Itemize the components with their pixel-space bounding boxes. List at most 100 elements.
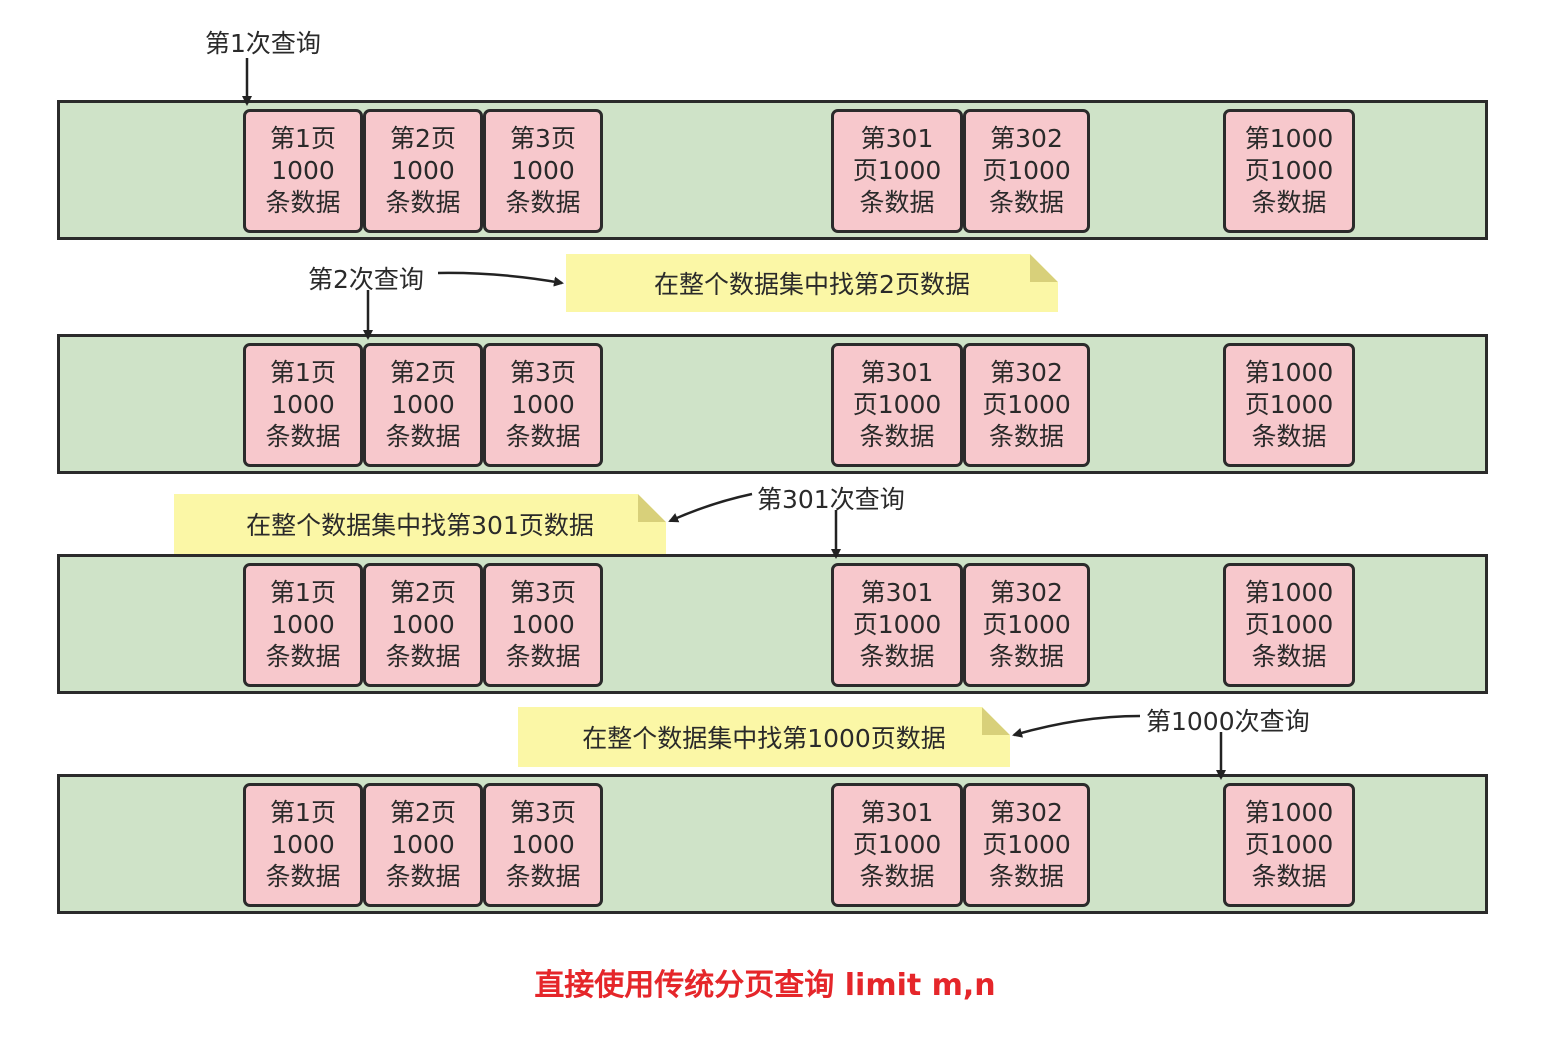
page-line: 页1000 (852, 610, 942, 639)
page-line: 第302 (990, 798, 1063, 827)
page-line: 第302 (990, 578, 1063, 607)
page-line: 1000 (391, 610, 455, 639)
page-line: 页1000 (982, 390, 1071, 419)
page-line: 第2页 (390, 124, 456, 153)
page-1000-box: 第1000 页1000 条数据 (1223, 783, 1355, 907)
page-line: 第301 (860, 358, 934, 387)
page-line: 条数据 (859, 422, 935, 451)
page-line: 条数据 (505, 642, 581, 671)
page-301-box: 第301 页1000 条数据 (831, 783, 963, 907)
page-line: 第3页 (510, 124, 576, 153)
page-line: 条数据 (385, 862, 461, 891)
page-line: 条数据 (505, 422, 581, 451)
page-line: 第2页 (390, 798, 456, 827)
page-line: 第301 (860, 798, 934, 827)
query-label-2: 第2次查询 (308, 265, 424, 294)
page-line: 第1000 (1244, 124, 1334, 153)
page-line: 条数据 (1251, 188, 1327, 217)
arrow-query-1000-to-note (1012, 714, 1141, 738)
page-302-box: 第302 页1000 条数据 (963, 563, 1090, 687)
page-301-box: 第301 页1000 条数据 (831, 563, 963, 687)
page-line: 1000 (271, 156, 335, 185)
page-302-box: 第302 页1000 条数据 (963, 783, 1090, 907)
page-line: 页1000 (852, 830, 942, 859)
page-line: 条数据 (859, 862, 935, 891)
page-line: 第3页 (510, 578, 576, 607)
page-3-box: 第3页 1000 条数据 (483, 563, 603, 687)
page-line: 条数据 (859, 642, 935, 671)
page-1-box: 第1页 1000 条数据 (243, 563, 363, 687)
page-301-box: 第301 页1000 条数据 (831, 343, 963, 467)
page-line: 第1页 (270, 124, 336, 153)
page-line: 第302 (990, 358, 1063, 387)
page-line: 条数据 (988, 642, 1064, 671)
page-line: 条数据 (385, 422, 461, 451)
page-line: 条数据 (265, 188, 341, 217)
page-line: 1000 (511, 610, 575, 639)
page-line: 第1页 (270, 358, 336, 387)
page-line: 1000 (271, 830, 335, 859)
page-line: 页1000 (982, 610, 1071, 639)
page-line: 条数据 (988, 188, 1064, 217)
page-line: 条数据 (265, 642, 341, 671)
query-label-1: 第1次查询 (205, 29, 321, 58)
page-1-box: 第1页 1000 条数据 (243, 109, 363, 233)
page-line: 1000 (391, 156, 455, 185)
page-line: 第2页 (390, 358, 456, 387)
page-line: 条数据 (505, 188, 581, 217)
page-line: 条数据 (385, 642, 461, 671)
page-line: 1000 (511, 390, 575, 419)
page-line: 页1000 (1244, 156, 1334, 185)
note-find-page-301: 在整个数据集中找第301页数据 (174, 494, 666, 554)
page-line: 页1000 (1244, 830, 1334, 859)
page-line: 第3页 (510, 358, 576, 387)
page-line: 第302 (990, 124, 1063, 153)
page-302-box: 第302 页1000 条数据 (963, 109, 1090, 233)
arrow-query-301-to-note (668, 492, 753, 523)
page-302-box: 第302 页1000 条数据 (963, 343, 1090, 467)
page-line: 条数据 (1251, 642, 1327, 671)
page-line: 第1页 (270, 578, 336, 607)
page-line: 页1000 (982, 830, 1071, 859)
note-find-page-2: 在整个数据集中找第2页数据 (566, 254, 1058, 312)
page-line: 页1000 (1244, 390, 1334, 419)
page-line: 条数据 (988, 862, 1064, 891)
page-line: 第1000 (1244, 798, 1334, 827)
page-line: 条数据 (1251, 422, 1327, 451)
page-line: 第301 (860, 578, 934, 607)
page-line: 页1000 (852, 390, 942, 419)
page-line: 页1000 (982, 156, 1071, 185)
page-line: 第3页 (510, 798, 576, 827)
arrow-query-2-to-note (437, 271, 564, 287)
note-text: 在整个数据集中找第1000页数据 (582, 724, 946, 753)
page-line: 1000 (391, 390, 455, 419)
page-line: 条数据 (265, 422, 341, 451)
page-2-box: 第2页 1000 条数据 (363, 783, 483, 907)
page-line: 第1000 (1244, 358, 1334, 387)
page-line: 1000 (271, 610, 335, 639)
diagram-caption: 直接使用传统分页查询 limit m,n (534, 968, 996, 1003)
page-line: 第2页 (390, 578, 456, 607)
note-text: 在整个数据集中找第2页数据 (654, 270, 970, 299)
page-line: 条数据 (505, 862, 581, 891)
page-line: 1000 (391, 830, 455, 859)
page-2-box: 第2页 1000 条数据 (363, 563, 483, 687)
page-2-box: 第2页 1000 条数据 (363, 343, 483, 467)
page-line: 条数据 (988, 422, 1064, 451)
page-1000-box: 第1000 页1000 条数据 (1223, 343, 1355, 467)
page-1000-box: 第1000 页1000 条数据 (1223, 109, 1355, 233)
page-line: 1000 (511, 830, 575, 859)
query-label-301: 第301次查询 (757, 485, 905, 514)
page-line: 页1000 (1244, 610, 1334, 639)
page-line: 第301 (860, 124, 934, 153)
data-band-3: 第1页 1000 条数据 第2页 1000 条数据 第3页 1000 条数据 第301 页1000 条… (57, 554, 1488, 694)
page-line: 条数据 (1251, 862, 1327, 891)
